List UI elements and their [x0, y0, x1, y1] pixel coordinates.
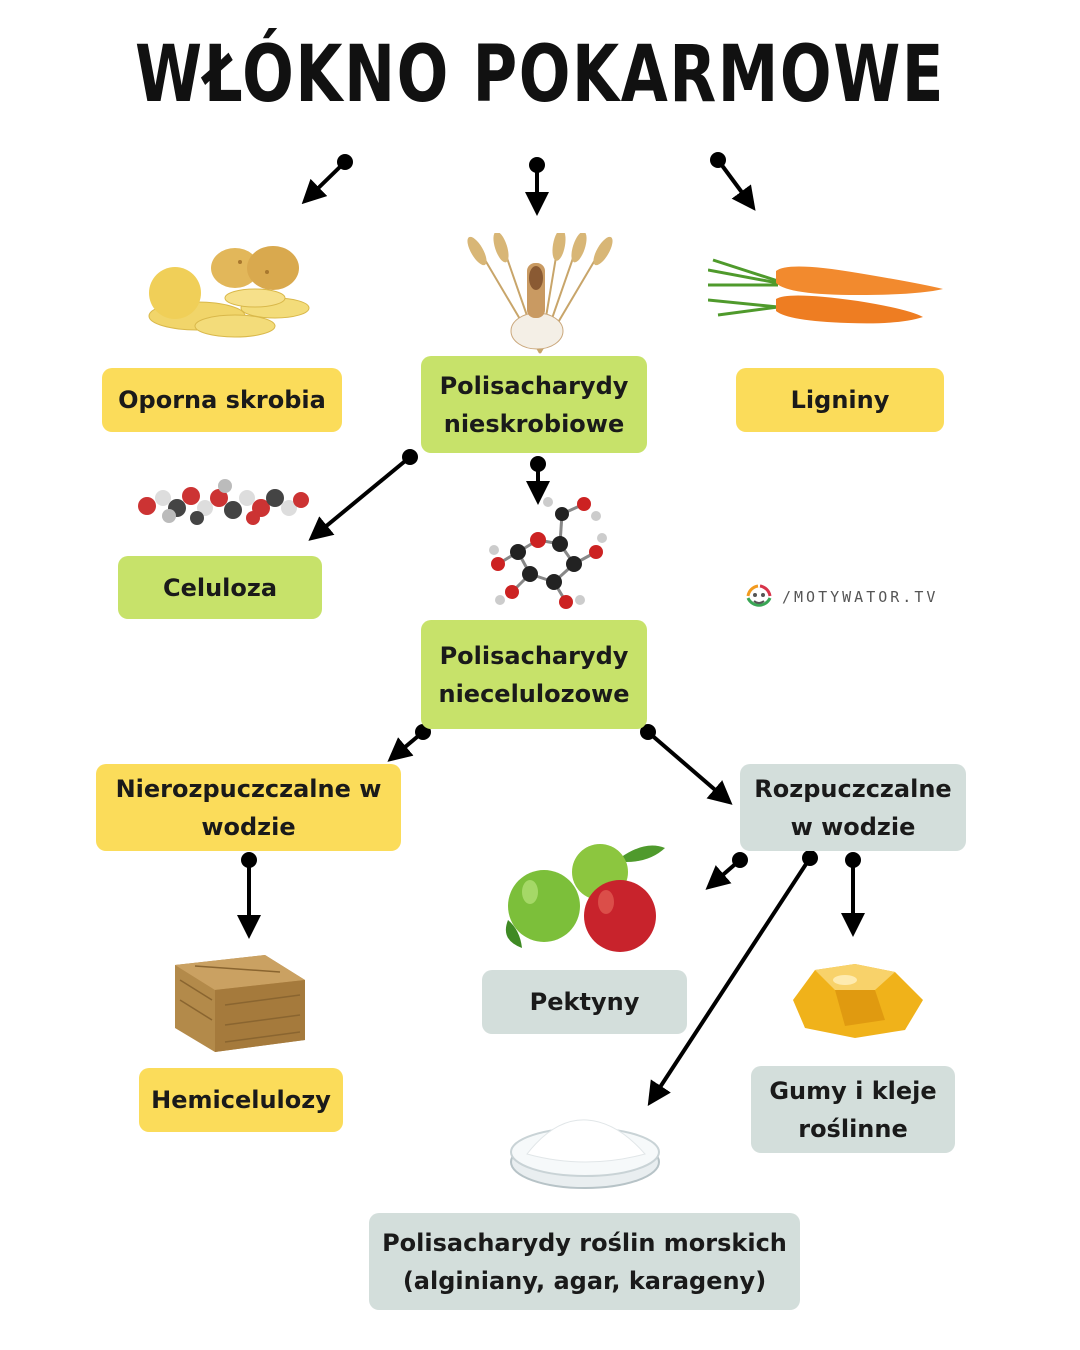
node-pektyny-label: Pektyny — [529, 988, 640, 1016]
arrow-rozpuszczalne-to-morskie — [647, 856, 812, 1107]
apples-image — [505, 844, 665, 952]
arrow-niecelulozowe-to-rozpuszczalne — [646, 730, 733, 805]
node-ligniny: Ligniny — [736, 368, 944, 432]
page-title: WŁÓKNO POKARMOWE — [135, 30, 945, 120]
node-rozpuszczalne-label: Rozpuczczalne w wodzie — [754, 774, 952, 841]
node-nierozpuszczalne-label: Nierozpuczczalne w wodzie — [115, 774, 382, 841]
arrow-nieskrobiowe-to-celuloza — [308, 455, 412, 541]
node-polisacharydy-niecelulozowe: Polisacharydy niecelulozowe — [421, 620, 647, 729]
node-ligniny-label: Ligniny — [790, 386, 890, 414]
node-pektyny: Pektyny — [482, 970, 687, 1034]
powder-in-petri-dish-image — [510, 1119, 660, 1189]
node-gumy: Gumy i kleje roślinne — [751, 1066, 955, 1153]
node-polisacharydy-morskie: Polisacharydy roślin morskich (alginiany… — [369, 1213, 800, 1310]
node-gumy-label: Gumy i kleje roślinne — [769, 1076, 937, 1143]
glucose-molecule-image — [489, 497, 607, 609]
node-polisacharydy-niecelulozowe-label: Polisacharydy niecelulozowe — [438, 641, 630, 708]
brand-text: /MOTYWATOR.TV — [782, 588, 939, 606]
node-celuloza-label: Celuloza — [162, 573, 278, 602]
carrots-image — [708, 258, 943, 324]
cellulose-molecule-image — [138, 479, 309, 525]
wheat-and-flour-image — [467, 233, 613, 354]
resin-gum-image — [793, 964, 923, 1038]
node-rozpuszczalne: Rozpuczczalne w wodzie — [740, 764, 966, 851]
node-hemicelulozy-label: Hemicelulozy — [151, 1086, 331, 1114]
hay-bale-image — [175, 955, 305, 1052]
brand-logo-icon — [746, 584, 772, 607]
potatoes-image — [148, 246, 310, 338]
node-polisacharydy-nieskrobiowe: Polisacharydy nieskrobiowe — [421, 356, 647, 453]
arrow-title-to-ligniny — [716, 158, 756, 211]
node-polisacharydy-nieskrobiowe-label: Polisacharydy nieskrobiowe — [439, 371, 629, 438]
node-oporna-skrobia: Oporna skrobia — [102, 368, 342, 432]
node-polisacharydy-morskie-label: Polisacharydy roślin morskich (alginiany… — [382, 1228, 787, 1295]
node-nierozpuszczalne: Nierozpuczczalne w wodzie — [96, 764, 401, 851]
node-oporna-skrobia-label: Oporna skrobia — [118, 386, 326, 414]
brand-watermark: /MOTYWATOR.TV — [742, 582, 938, 612]
node-hemicelulozy: Hemicelulozy — [139, 1068, 343, 1132]
node-celuloza: Celuloza — [118, 556, 322, 619]
arrow-title-to-oporna-skrobia — [301, 160, 347, 205]
